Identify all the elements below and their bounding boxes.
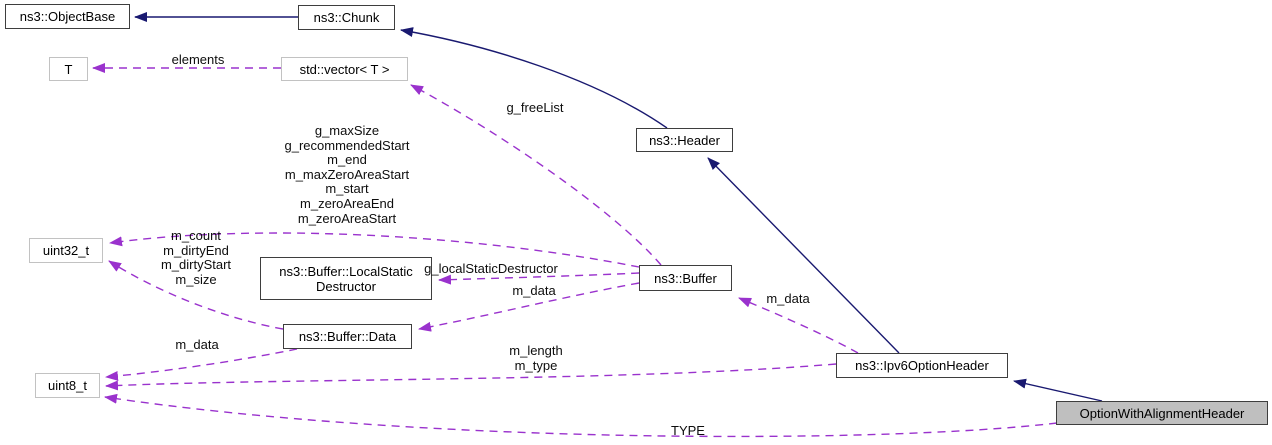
node-ns3-buffer[interactable]: ns3::Buffer bbox=[639, 265, 732, 291]
edge-label-bufferdata-uint32-members: m_count m_dirtyEnd m_dirtyStart m_size bbox=[160, 228, 232, 287]
node-ns3-buffer-data[interactable]: ns3::Buffer::Data bbox=[283, 324, 412, 349]
node-std-vector: std::vector< T > bbox=[281, 57, 408, 81]
node-ns3-buffer-localstaticdestructor[interactable]: ns3::Buffer::LocalStatic Destructor bbox=[260, 257, 432, 300]
node-template-t: T bbox=[49, 57, 88, 81]
edge-optionwithalignmentheader-to-ipv6optionheader bbox=[1013, 378, 1103, 402]
node-uint32-t: uint32_t bbox=[29, 238, 103, 263]
edge-label-type: TYPE bbox=[671, 423, 705, 438]
edge-buffer-to-localstaticdestructor bbox=[438, 272, 640, 285]
edge-ipv6optionheader-to-buffer bbox=[738, 297, 859, 354]
node-ns3-header[interactable]: ns3::Header bbox=[636, 128, 733, 152]
edge-optionwithalignmentheader-to-uint8 bbox=[104, 393, 1058, 438]
edge-label-m-data-uint8: m_data bbox=[175, 337, 219, 352]
edge-label-m-data-ipv6: m_data bbox=[766, 291, 810, 306]
edge-buffer-to-uint32 bbox=[109, 232, 640, 268]
edge-bufferdata-to-uint8 bbox=[105, 348, 298, 381]
edge-ipv6optionheader-to-header bbox=[707, 157, 900, 354]
node-ns3-objectbase[interactable]: ns3::ObjectBase bbox=[5, 4, 130, 29]
edge-label-buffer-uint32-members: g_maxSize g_recommendedStart m_end m_max… bbox=[284, 123, 410, 226]
edge-label-g-freelist: g_freeList bbox=[506, 100, 564, 115]
edge-header-to-chunk bbox=[400, 27, 668, 129]
edge-buffer-to-bufferdata bbox=[418, 282, 640, 332]
edge-label-m-length-m-type: m_length m_type bbox=[509, 343, 563, 373]
node-ns3-chunk[interactable]: ns3::Chunk bbox=[298, 5, 395, 30]
node-ns3-ipv6optionheader[interactable]: ns3::Ipv6OptionHeader bbox=[836, 353, 1008, 378]
edge-buffer-to-vector bbox=[410, 84, 662, 266]
edge-label-g-localstaticdestructor: g_localStaticDestructor bbox=[424, 261, 558, 276]
node-optionwithalignmentheader: OptionWithAlignmentHeader bbox=[1056, 401, 1268, 425]
edge-ipv6optionheader-to-uint8 bbox=[105, 363, 837, 391]
node-uint8-t: uint8_t bbox=[35, 373, 100, 398]
edge-label-m-data-buffer: m_data bbox=[512, 283, 556, 298]
edge-label-elements: elements bbox=[171, 52, 225, 67]
